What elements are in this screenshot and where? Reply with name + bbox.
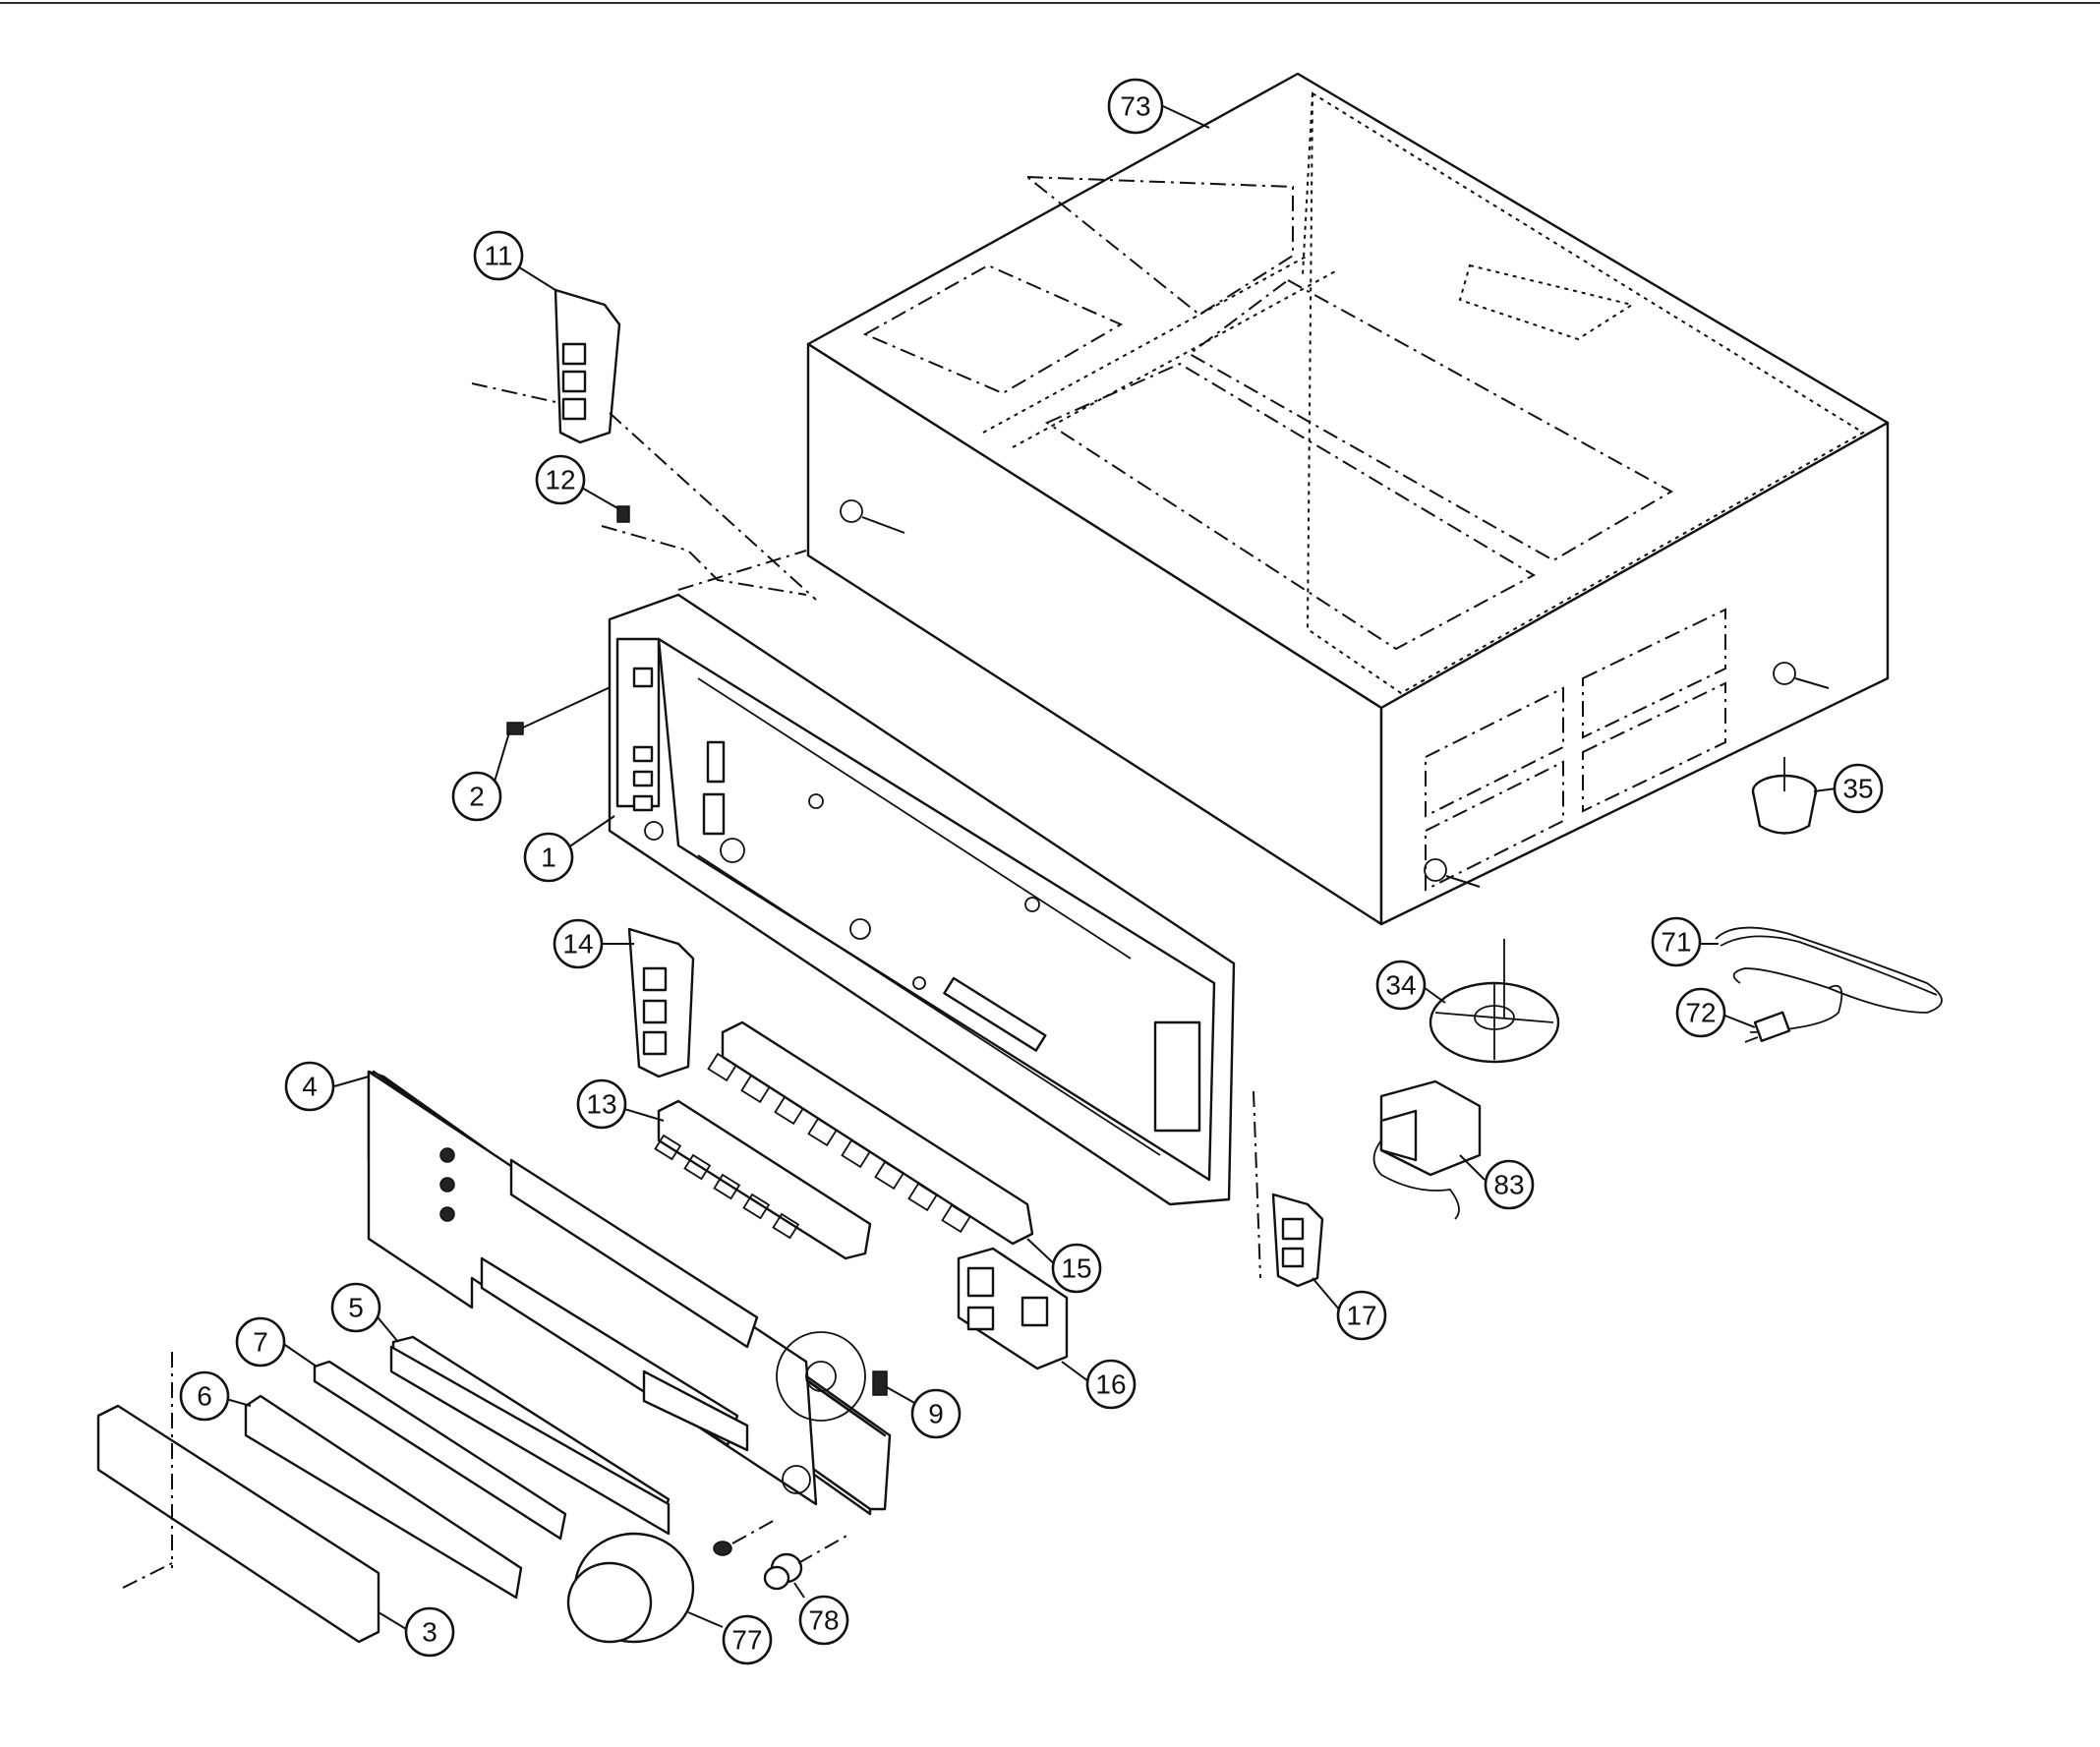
callout-11: 11: [473, 230, 524, 281]
leader-lines: [225, 105, 1838, 1633]
callout-6-label: 6: [197, 1381, 212, 1412]
callout-16: 16: [1085, 1359, 1137, 1410]
callout-17: 17: [1336, 1290, 1387, 1341]
callout-11-label: 11: [484, 241, 512, 271]
callout-77: 77: [722, 1614, 773, 1665]
callout-9-label: 9: [928, 1399, 944, 1429]
callout-3-label: 3: [422, 1617, 438, 1648]
callout-1-label: 1: [541, 843, 556, 873]
part-72-plug: [1744, 1011, 1791, 1043]
callout-6: 6: [179, 1370, 230, 1422]
callout-73-label: 73: [1120, 91, 1150, 122]
part-15-button-strip: [707, 1020, 1034, 1246]
callout-78: 78: [798, 1595, 849, 1646]
callout-17-label: 17: [1346, 1301, 1376, 1331]
part-4-front-panel: [367, 1070, 892, 1516]
part-9-clip: [872, 1370, 888, 1396]
part-5-display-window: [389, 1335, 671, 1536]
callout-1: 1: [523, 832, 574, 883]
part-3-front-plate: [96, 1352, 380, 1644]
callout-14-label: 14: [562, 929, 593, 960]
callout-78-label: 78: [808, 1605, 839, 1636]
callout-83: 83: [1484, 1159, 1535, 1210]
part-35-foot: [1751, 757, 1818, 835]
callout-9: 9: [910, 1388, 962, 1439]
callout-72: 72: [1675, 987, 1726, 1038]
callout-7-label: 7: [253, 1327, 268, 1358]
part-77-knob: [566, 1518, 778, 1644]
callout-2-label: 2: [469, 782, 485, 812]
callout-15-label: 15: [1061, 1253, 1091, 1284]
callout-12: 12: [535, 454, 586, 505]
part-14-bracket: [627, 927, 695, 1078]
part-11-bracket: [471, 288, 817, 601]
callout-7: 7: [235, 1316, 286, 1368]
callout-73: 73: [1107, 78, 1164, 135]
callout-35: 35: [1833, 763, 1884, 814]
part-73-top-cover: [806, 72, 1890, 926]
part-6-trim: [244, 1394, 523, 1600]
callout-2: 2: [451, 771, 502, 822]
part-7-filter-lens: [313, 1360, 567, 1541]
callout-12-label: 12: [545, 465, 575, 495]
part-83-transformer: [1372, 1079, 1482, 1220]
callout-15: 15: [1051, 1243, 1102, 1294]
part-71-power-cord: [1715, 926, 1943, 1033]
part-78-knob: [763, 1533, 851, 1591]
callout-34: 34: [1375, 960, 1427, 1011]
part-13-button-strip: [654, 1099, 872, 1260]
callout-13: 13: [576, 1078, 627, 1130]
part-17-bracket: [1271, 1193, 1324, 1288]
callout-77-label: 77: [731, 1625, 762, 1656]
callout-71-label: 71: [1661, 927, 1691, 958]
callout-13-label: 13: [586, 1089, 616, 1120]
part-34-spool: [1429, 939, 1560, 1064]
callout-14: 14: [553, 918, 604, 969]
part-12-screw: [601, 505, 807, 596]
part-16-switch-block: [957, 1247, 1069, 1370]
part-1-front-chassis: [608, 550, 1261, 1279]
callout-35-label: 35: [1842, 774, 1873, 804]
callout-72-label: 72: [1685, 998, 1716, 1028]
callout-4-label: 4: [302, 1072, 318, 1102]
callout-4: 4: [284, 1061, 335, 1112]
callout-71: 71: [1651, 916, 1702, 967]
callout-3: 3: [404, 1606, 455, 1658]
callout-34-label: 34: [1385, 970, 1416, 1001]
callout-83-label: 83: [1493, 1170, 1524, 1200]
callout-5-label: 5: [348, 1293, 364, 1323]
callout-5: 5: [330, 1282, 381, 1333]
callout-16-label: 16: [1095, 1369, 1126, 1400]
callouts: 73 11 12 2 1 14 13 4: [179, 78, 1884, 1665]
